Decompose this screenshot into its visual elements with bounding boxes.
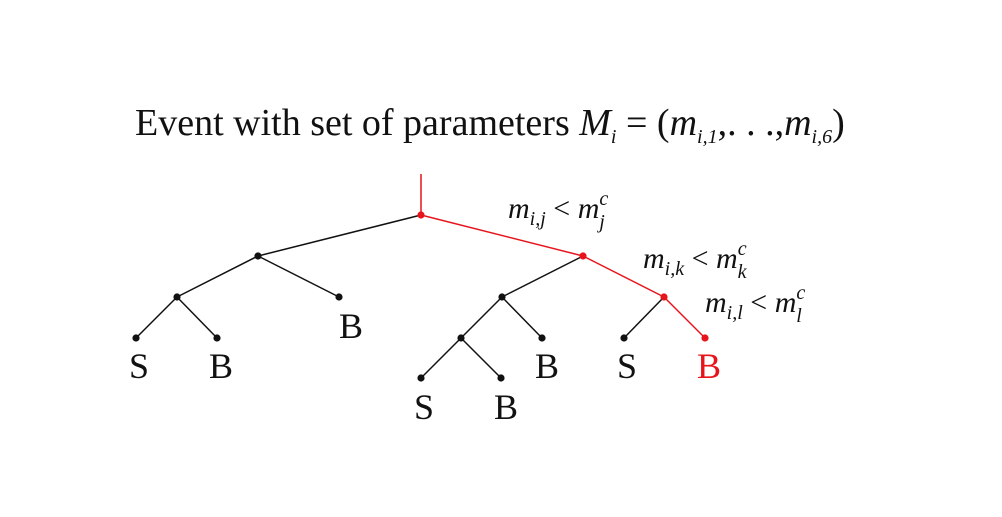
leaf-label: S	[414, 387, 434, 427]
tree-edge	[460, 296, 503, 339]
tree-node	[173, 293, 181, 301]
tree-node	[497, 374, 505, 382]
tree-edge	[257, 214, 422, 257]
tree-edge	[257, 255, 340, 298]
tree-node	[335, 293, 343, 301]
tree-edges	[135, 214, 665, 379]
tree-edge	[135, 296, 178, 339]
tree-node	[620, 334, 628, 342]
highlighted-nodes	[417, 211, 709, 342]
highlighted-node	[701, 334, 709, 342]
tree-node	[213, 334, 221, 342]
tree-edge	[501, 255, 584, 298]
highlighted-path	[420, 174, 706, 339]
root-node	[417, 211, 425, 219]
leaf-label: S	[617, 346, 637, 386]
highlighted-node	[660, 293, 668, 301]
highlighted-edge	[663, 296, 706, 339]
tree-edge	[623, 296, 665, 339]
highlighted-node	[579, 252, 587, 260]
tree-edge	[420, 337, 462, 379]
tree-node	[254, 252, 262, 260]
diagram-title: Event with set of parameters Mi = (mi,1,…	[135, 102, 845, 148]
tree-node	[457, 334, 465, 342]
highlighted-edge	[582, 255, 665, 298]
tree-edge	[176, 296, 218, 339]
tree-node	[538, 334, 546, 342]
leaf-label: B	[209, 346, 233, 386]
highlighted-edge	[420, 214, 584, 257]
leaf-label: B	[339, 306, 363, 346]
tree-edge	[460, 337, 502, 379]
leaf-label-highlighted: B	[697, 346, 721, 386]
leaf-label: B	[494, 387, 518, 427]
tree-edge	[176, 255, 259, 298]
tree-node	[498, 293, 506, 301]
leaf-label: B	[535, 346, 559, 386]
tree-node	[132, 334, 140, 342]
leaf-label: S	[129, 346, 149, 386]
tree-nodes	[132, 252, 628, 382]
tree-node	[417, 374, 425, 382]
tree-edge	[501, 296, 543, 339]
